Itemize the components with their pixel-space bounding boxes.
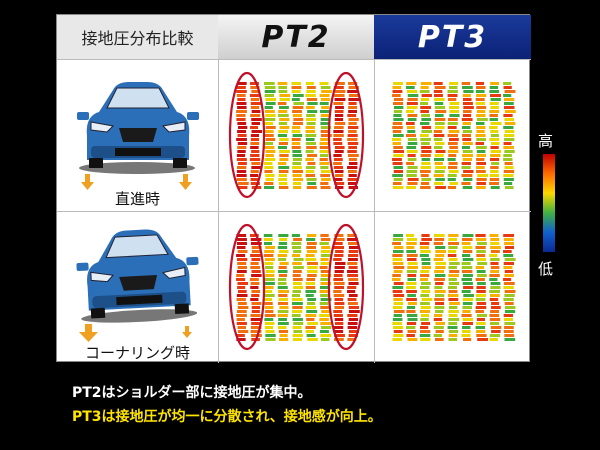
brand-pt3-logo: PT3 (417, 19, 488, 55)
row-cornering-label: コーナリング時 (84, 344, 190, 362)
legend-high-label: 高 (538, 132, 554, 150)
row-cornering-car-cell: コーナリング時 (57, 212, 218, 363)
legend-gradient-bar (543, 154, 555, 252)
legend-low-label: 低 (538, 260, 554, 278)
brand-pt2-logo: PT2 (261, 19, 331, 55)
comparison-table: 接地圧分布比較 PT2 PT3 (56, 14, 531, 363)
header-label: 接地圧分布比較 (57, 15, 218, 59)
caption-pt3: PT3は接地圧が均一に分散され、接地感が向上。 (72, 409, 382, 425)
row-straight-label: 直進時 (114, 190, 160, 208)
cornering-arrows (79, 324, 192, 342)
row-straight-car-cell: 直進時 (57, 60, 218, 211)
pt2-cornering-pattern (219, 212, 375, 363)
pt3-straight-pattern (375, 60, 531, 211)
pressure-legend: 高 低 (536, 130, 566, 280)
car-front-straight-image (77, 82, 199, 190)
downforce-arrows (81, 174, 192, 190)
car-front-cornering-image (76, 229, 199, 342)
caption-pt2: PT2はショルダー部に接地圧が集中。 (72, 385, 312, 401)
header-pt3: PT3 (374, 15, 531, 59)
pt2-straight-pattern (219, 60, 375, 211)
header-pt2: PT2 (218, 15, 374, 59)
pt3-cornering-pattern (375, 212, 531, 363)
